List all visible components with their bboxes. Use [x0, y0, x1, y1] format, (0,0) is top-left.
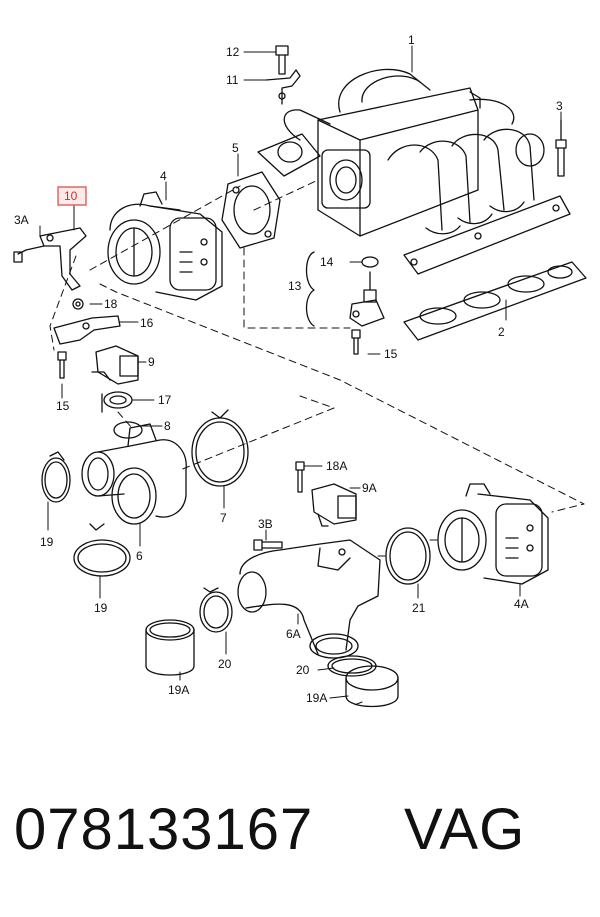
callout-7: 7: [220, 511, 227, 525]
bolt-15-left: [57, 351, 67, 379]
callout-20-left: 20: [218, 657, 232, 671]
callout-11: 11: [226, 73, 239, 87]
callout-13: 13: [288, 279, 302, 293]
callout-19-top: 19: [40, 535, 54, 549]
bracket-16: [53, 315, 121, 345]
throttle-body-4a: [437, 483, 549, 585]
o-ring-14: [361, 256, 379, 268]
clamp-20-left: [199, 587, 233, 633]
brand-name: VAG: [404, 797, 526, 862]
callout-2: 2: [498, 325, 505, 339]
throttle-body-4: [107, 191, 223, 301]
callout-8: 8: [164, 419, 171, 433]
callout-15-left: 15: [56, 399, 70, 413]
bolt-15-right: [351, 329, 361, 355]
filter-19a-right: [345, 665, 399, 708]
callout-4a: 4A: [514, 597, 529, 611]
callout-19a-left: 19A: [168, 683, 189, 697]
manifold-gasket: [403, 261, 587, 341]
callout-18a: 18A: [326, 459, 347, 473]
gasket-5: [221, 171, 281, 249]
assembly-lines: [49, 179, 585, 707]
nut-18: [72, 298, 84, 310]
filter-19a-left: [145, 619, 195, 676]
callout-9a: 9A: [362, 481, 377, 495]
callout-18: 18: [104, 297, 118, 311]
clamp-19-bottom: [73, 523, 131, 577]
callout-10: 10: [64, 189, 78, 203]
bolt-3a: [13, 245, 45, 263]
callout-17: 17: [158, 393, 172, 407]
o-ring-21: [385, 527, 431, 585]
callout-9: 9: [148, 355, 155, 369]
intake-hose-6: [81, 423, 187, 525]
callout-16: 16: [140, 316, 154, 330]
callout-12: 12: [226, 45, 240, 59]
part-number: 078133167: [14, 797, 314, 862]
intake-manifold: [257, 68, 571, 275]
callout-20-right: 20: [296, 663, 310, 677]
callout-3: 3: [556, 99, 563, 113]
sensor-9a: [311, 483, 357, 527]
exploded-parts-diagram: 1 2 3 3A 3B 4 4A 5 6 6A 7 8 9 9A 10 11 1…: [13, 33, 587, 708]
brace-13: [305, 251, 315, 327]
bracket-11: [265, 69, 301, 105]
bolt-3b: [253, 539, 283, 551]
bolt-18a: [295, 461, 305, 493]
clamp-7: [191, 409, 249, 487]
callout-15-right: 15: [384, 347, 398, 361]
callout-14: 14: [320, 255, 334, 269]
callout-19a-right: 19A: [306, 691, 327, 705]
callout-19-bottom: 19: [94, 601, 108, 615]
bolt-3: [555, 119, 567, 177]
sensor-9: [91, 345, 139, 385]
callout-6: 6: [136, 549, 143, 563]
callout-5: 5: [232, 141, 239, 155]
bracket-10: [39, 227, 87, 291]
callout-4: 4: [160, 169, 167, 183]
clamp-8: [113, 421, 143, 439]
sensor-13: [349, 271, 385, 327]
callout-1: 1: [408, 33, 415, 47]
clamp-19-top: [41, 451, 71, 503]
callout-labels: 1 2 3 3A 3B 4 4A 5 6 6A 7 8 9 9A 10 11 1…: [14, 33, 563, 705]
callout-6a: 6A: [286, 627, 301, 641]
callout-3b: 3B: [258, 517, 273, 531]
highlight-box: [57, 186, 87, 206]
callout-21: 21: [412, 601, 426, 615]
leader-lines: [39, 45, 562, 699]
bolt-12: [275, 45, 289, 75]
intake-hose-6a: [237, 539, 381, 659]
callout-3a: 3A: [14, 213, 29, 227]
seal-17: [103, 391, 133, 409]
